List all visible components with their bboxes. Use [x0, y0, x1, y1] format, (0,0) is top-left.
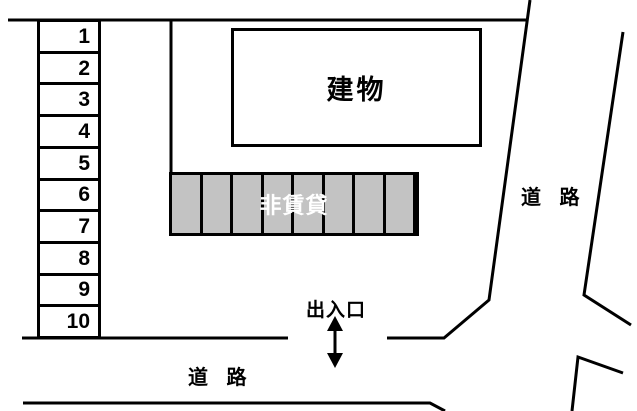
boundary-bottom-right-and-road-left-edge-line: [387, 0, 532, 340]
stall-3: 3: [40, 85, 98, 118]
non-rental-row: 非賃貸: [169, 172, 419, 236]
stall-number: 3: [78, 88, 90, 112]
road-corner-line: [570, 354, 624, 411]
stall-number: 5: [78, 151, 90, 175]
stall-4: 4: [40, 117, 98, 149]
non-rental-stall: [172, 175, 203, 233]
non-rental-stall: [385, 175, 416, 233]
non-rental-stall: [324, 175, 355, 233]
stall-number: 2: [78, 56, 90, 80]
stall-6: 6: [40, 181, 98, 213]
stall-number: 6: [78, 183, 90, 207]
road-bottom-line: [23, 401, 446, 411]
non-rental-stall: [233, 175, 264, 233]
stall-9: 9: [40, 276, 98, 308]
non-rental-stall: [355, 175, 386, 233]
building-box: 建物: [231, 28, 482, 147]
stall-8: 8: [40, 244, 98, 276]
stall-5: 5: [40, 149, 98, 181]
non-rental-label: 非賃貸: [259, 193, 329, 218]
road-label-right: 道 路: [521, 187, 580, 209]
non-rental-stall: [294, 175, 325, 233]
stall-number: 10: [66, 310, 90, 334]
stall-1: 1: [40, 22, 98, 54]
entrance-arrow-icon: [327, 316, 343, 368]
entrance-label: 出入口: [305, 300, 366, 321]
road-label-bottom: 道 路: [188, 367, 247, 389]
stall-2: 2: [40, 54, 98, 86]
stall-7: 7: [40, 212, 98, 244]
non-rental-stall: [263, 175, 294, 233]
road-right-edge-line: [582, 31, 632, 327]
stall-number: 9: [78, 278, 90, 302]
stall-number: 1: [78, 24, 90, 48]
numbered-stalls-column: 1 2 3 4 5 6 7 8 9 10: [37, 19, 101, 339]
building-label: 建物: [326, 75, 387, 105]
stall-number: 4: [78, 119, 90, 143]
stall-number: 8: [78, 246, 90, 270]
non-rental-stall: [202, 175, 233, 233]
stall-10: 10: [40, 307, 98, 336]
stall-number: 7: [78, 215, 90, 239]
